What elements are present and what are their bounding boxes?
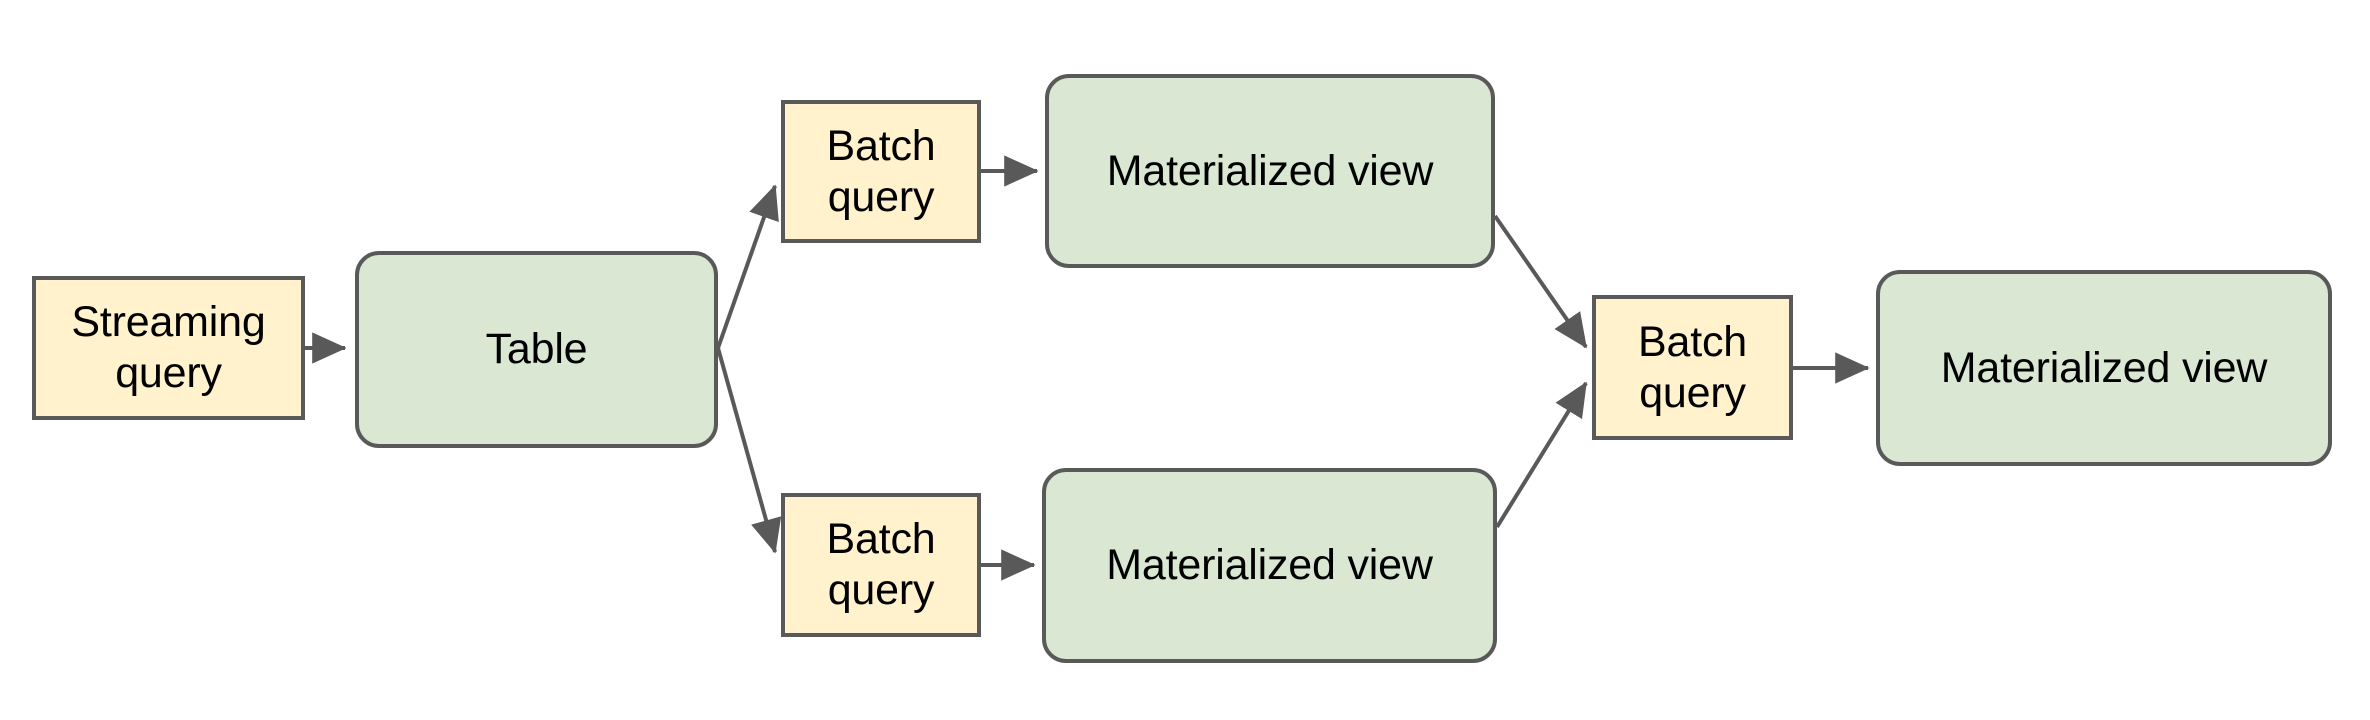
edge-table-to-batch-query-bottom	[716, 347, 782, 554]
node-label: Batch query	[826, 121, 936, 221]
node-label: Table	[485, 325, 588, 374]
node-label: Materialized view	[1106, 541, 1433, 590]
node-batch-query-join[interactable]: Batch query	[1592, 295, 1793, 440]
node-label: Materialized view	[1940, 343, 2268, 392]
node-label: Streaming query	[71, 298, 266, 397]
node-label: Materialized view	[1106, 146, 1434, 195]
node-streaming-query[interactable]: Streaming query	[32, 276, 305, 420]
node-materialized-view-final[interactable]: Materialized view	[1876, 270, 2332, 466]
node-table[interactable]: Table	[355, 251, 718, 448]
node-batch-query-bottom[interactable]: Batch query	[781, 493, 981, 637]
node-materialized-view-bottom[interactable]: Materialized view	[1042, 468, 1497, 663]
edge-materialized-view-top-to-batch-query-join	[1493, 214, 1588, 349]
edge-materialized-view-bottom-to-batch-query-join	[1495, 381, 1588, 529]
node-batch-query-top[interactable]: Batch query	[781, 100, 981, 243]
edge-table-to-batch-query-top	[716, 184, 779, 349]
node-label: Batch query	[826, 515, 936, 614]
node-materialized-view-top[interactable]: Materialized view	[1045, 74, 1495, 268]
node-label: Batch query	[1638, 317, 1747, 417]
